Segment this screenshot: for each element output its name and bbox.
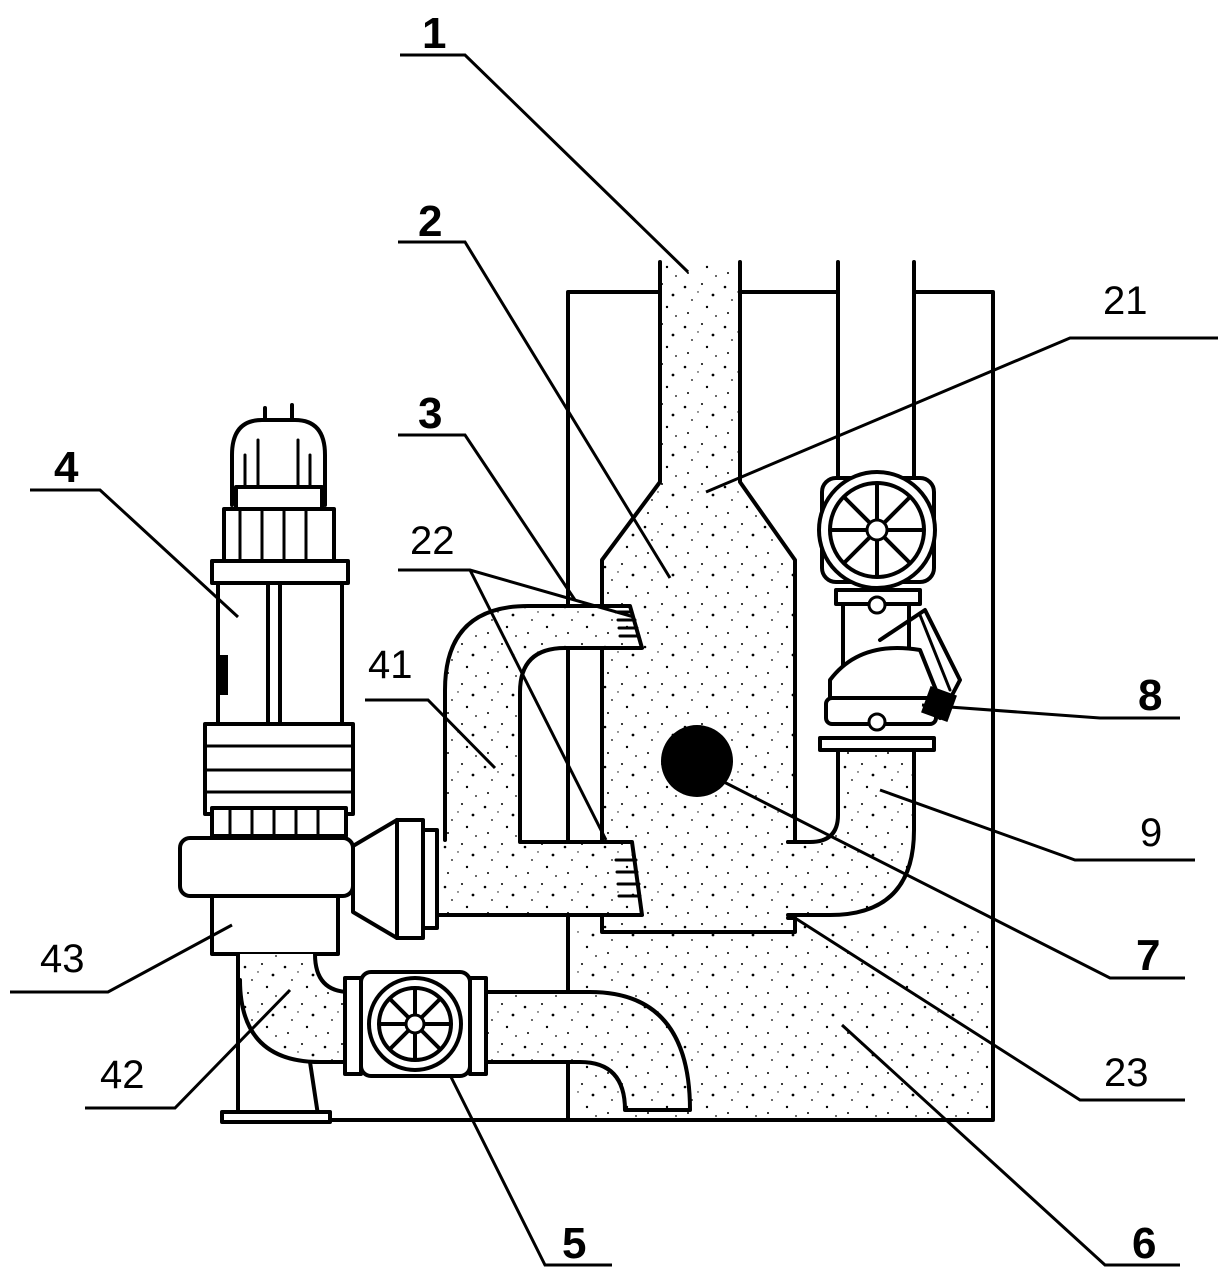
label-2: 2 [418, 197, 442, 246]
pipe-42 [220, 952, 692, 1124]
label-41: 41 [368, 643, 413, 687]
label-8: 8 [1138, 671, 1162, 720]
submersible-pump-4 [178, 403, 399, 956]
label-6: 6 [1132, 1219, 1156, 1268]
label-9: 9 [1140, 811, 1162, 855]
label-7: 7 [1136, 931, 1160, 980]
label-23: 23 [1104, 1051, 1149, 1095]
label-5: 5 [562, 1219, 586, 1268]
part-labels: 1 2 21 3 22 4 41 8 9 7 23 43 42 5 6 [40, 9, 1162, 1268]
label-3: 3 [418, 389, 442, 438]
inlet-pipe-and-chamber [600, 260, 797, 934]
outlet-pipe-9 [786, 260, 962, 917]
ball-7 [661, 725, 733, 797]
label-4: 4 [54, 443, 79, 492]
label-42: 42 [100, 1053, 145, 1097]
leader-lines [10, 53, 1218, 1267]
label-22: 22 [410, 519, 455, 563]
valve-5 [343, 970, 488, 1078]
label-1: 1 [422, 9, 446, 58]
label-21: 21 [1103, 279, 1148, 323]
label-43: 43 [40, 937, 85, 981]
